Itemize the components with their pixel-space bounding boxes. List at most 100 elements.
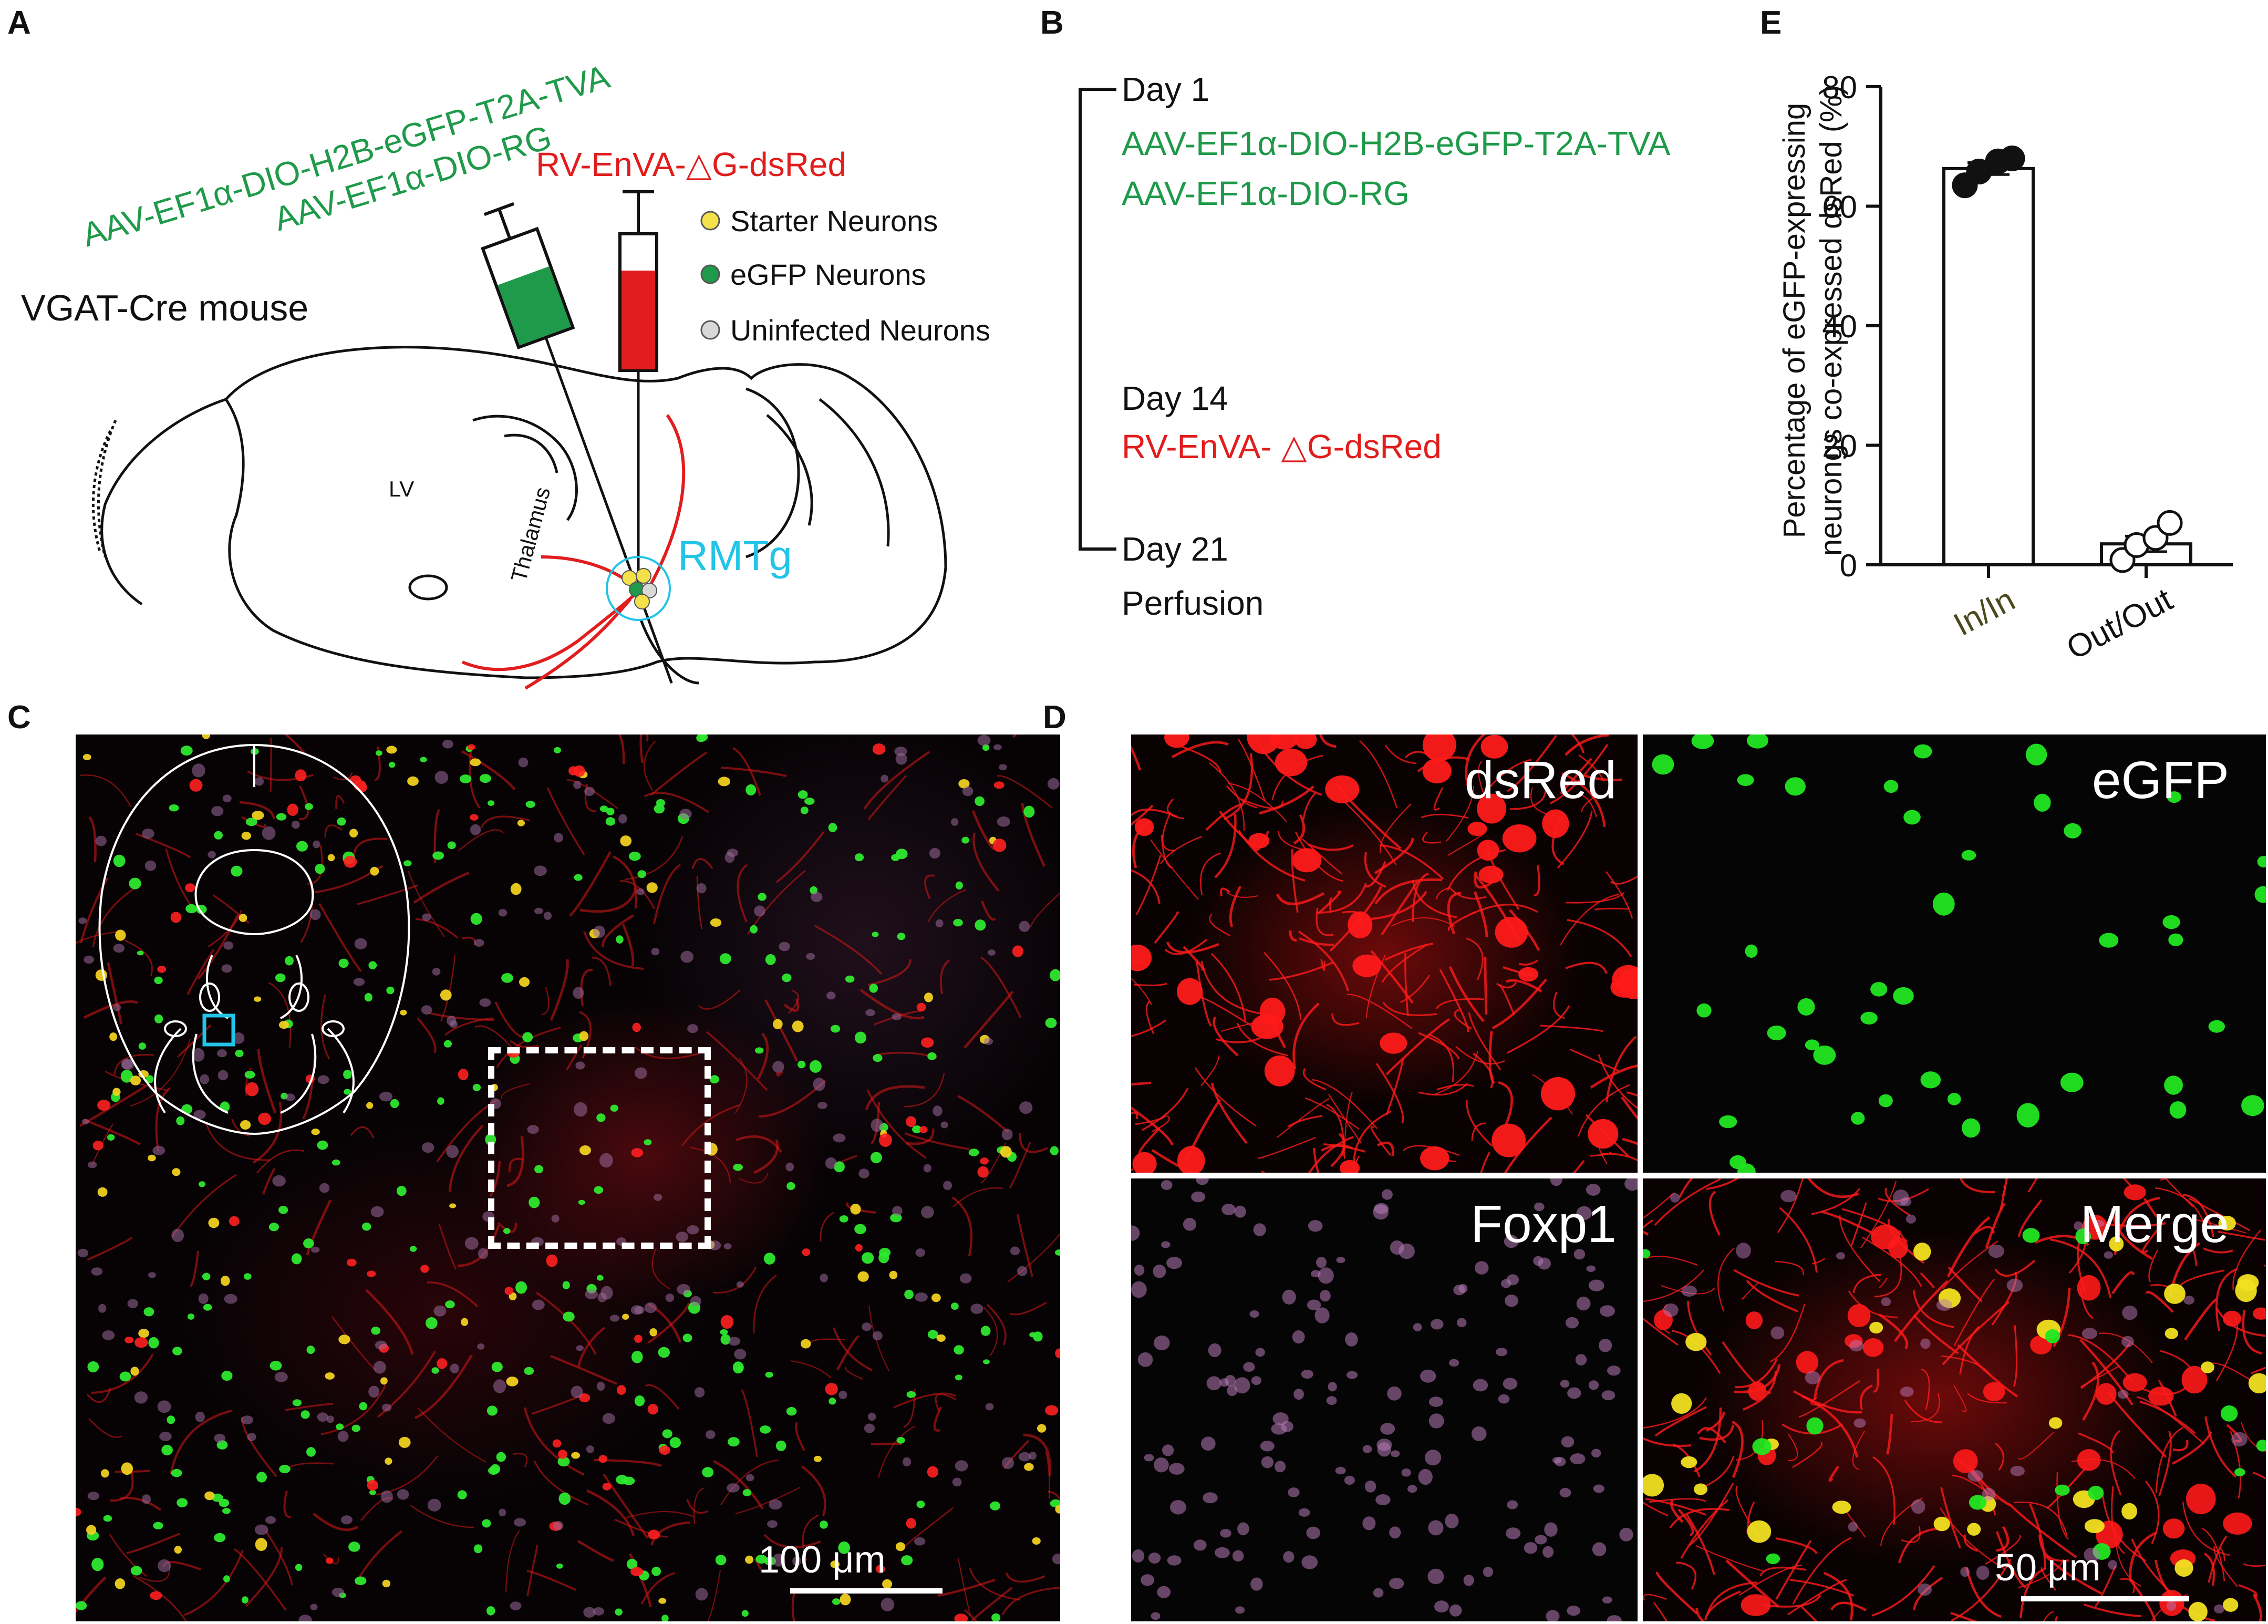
neurite [790, 1360, 832, 1379]
neurite [2013, 1325, 2018, 1387]
neurite [1878, 1313, 1909, 1350]
foxp1-cell [1607, 1615, 1622, 1621]
foxp1-cell [745, 1474, 754, 1482]
neurite [1131, 1081, 1152, 1086]
egfp-cell [426, 1317, 438, 1329]
foxp1-cell [1260, 1441, 1275, 1452]
neurite [1994, 1442, 2004, 1471]
egfp-cell [1851, 1112, 1865, 1125]
foxp1-cell [600, 1286, 613, 1300]
foxp1-cell [929, 847, 940, 859]
neurite [1565, 892, 1625, 904]
foxp1-cell [1235, 1606, 1245, 1614]
foxp1-cell [1019, 1101, 1033, 1114]
egfp-cell [306, 1447, 316, 1457]
foxp1-cell [354, 938, 367, 949]
dsred-cell [1275, 748, 1308, 777]
egfp-cell [146, 1075, 154, 1083]
egfp-cell [798, 1060, 806, 1069]
egfp-cell [838, 1541, 850, 1554]
foxp1-cell [677, 1284, 691, 1295]
neurite [88, 1418, 122, 1438]
neurite [1205, 803, 1242, 831]
egfp-cell [503, 1228, 511, 1234]
neurite [1717, 1247, 1735, 1312]
egfp-cell [245, 818, 257, 826]
egfp-cell [786, 1407, 797, 1416]
foxp1-cell [1221, 1204, 1236, 1216]
foxp1-cell [943, 1181, 952, 1191]
foxp1-cell [1681, 1285, 1697, 1297]
foxp1-cell [1215, 1547, 1230, 1558]
neurite [169, 1409, 232, 1475]
egfp-cell [1883, 780, 1899, 793]
neurite [1572, 1160, 1585, 1173]
starter-cell [101, 1469, 109, 1478]
neurite [1872, 1456, 1896, 1525]
neurite [1699, 1424, 1735, 1441]
neurite [2160, 1350, 2193, 1371]
foxp1-cell [1308, 1220, 1323, 1232]
neurite [1561, 772, 1606, 827]
egfp-cell [525, 801, 535, 808]
neurite [577, 1539, 614, 1562]
foxp1-cell [1335, 1466, 1346, 1475]
dsred-cell [1492, 1123, 1526, 1157]
dsred-cell [993, 781, 1004, 789]
starter-cell [830, 1560, 840, 1568]
neurite [1839, 1215, 1880, 1282]
foxp1-cell [724, 852, 735, 863]
foxp1-cell [1900, 1387, 1914, 1397]
starter-cell [385, 1457, 392, 1465]
neurite [1480, 1152, 1490, 1173]
egfp-cell [375, 750, 382, 756]
neurite [1879, 1277, 1888, 1288]
egfp-cell [113, 854, 126, 867]
starter-cell [1000, 1146, 1012, 1158]
neurite [83, 1000, 139, 1019]
neurite [1921, 1368, 1930, 1410]
dsred-cell [1953, 1449, 1978, 1473]
egfp-cell [338, 958, 349, 968]
foxp1-cell [1496, 1348, 1508, 1357]
egfp-cell [873, 1054, 883, 1062]
neurite [526, 1570, 576, 1591]
foxp1-cell [1483, 1567, 1494, 1577]
dsred-cell [977, 1166, 989, 1178]
egfp-cell [563, 1311, 575, 1322]
chart-point [1999, 146, 2025, 171]
neurite [355, 1530, 403, 1585]
foxp1-cell [148, 1272, 157, 1278]
egfp-cell [1745, 944, 1758, 958]
egfp-cell [2022, 1228, 2040, 1243]
foxp1-cell [510, 1601, 522, 1610]
dsred-cell [344, 855, 357, 868]
neurite [1901, 1526, 1921, 1543]
neurite [1557, 811, 1593, 869]
foxp1-cell [923, 1164, 931, 1173]
neurite [775, 831, 825, 883]
neurite [903, 1073, 945, 1108]
starter-cell [327, 854, 335, 862]
foxp1-cell [254, 777, 264, 786]
foxp1-cell [421, 1005, 432, 1015]
panel-b-timeline: Day 1 AAV-EF1α-DIO-H2B-eGFP-T2A-TVA AAV-… [1079, 70, 1671, 622]
egfp-cell [782, 973, 792, 982]
virus-label-rv: RV-EnVA-△G-dsRed [536, 146, 846, 183]
foxp1-cell [1249, 1310, 1259, 1318]
starter-cell [338, 1335, 350, 1344]
egfp-cell [2064, 823, 2081, 839]
foxp1-cell [2074, 1221, 2083, 1230]
neurite [1380, 803, 1412, 854]
dsred-cell [954, 1613, 968, 1621]
egfp-cell [420, 757, 427, 763]
foxp1-cell [1911, 1499, 1925, 1514]
egfp-cell [870, 1152, 882, 1164]
neurite [262, 1167, 276, 1195]
dsred-cell [634, 1335, 643, 1343]
merged-cell [2109, 1236, 2124, 1251]
egfp-cell [562, 1281, 570, 1289]
egfp-cell [278, 1206, 288, 1214]
neurite [1775, 1539, 1812, 1600]
neurite [1001, 1587, 1060, 1616]
